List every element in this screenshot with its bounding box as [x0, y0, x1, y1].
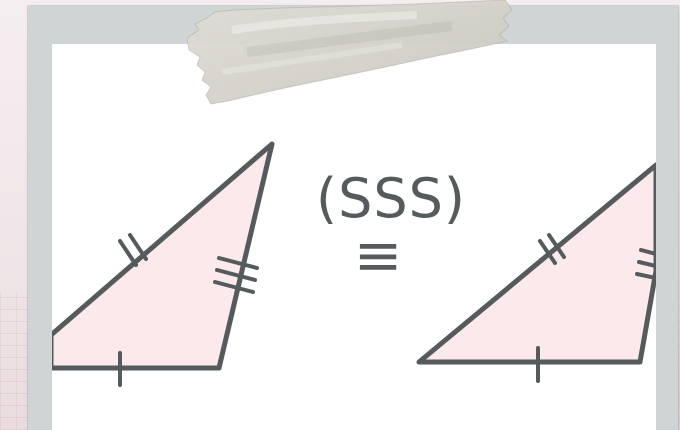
congruence-diagram — [52, 141, 656, 387]
right-right-tick-1 — [639, 248, 656, 256]
right-triangle — [416, 162, 656, 365]
left-triangle — [52, 141, 275, 371]
congruence-symbol: ≡ — [353, 221, 403, 289]
right-hypotenuse-tick-2 — [547, 233, 566, 259]
sss-label: (SSS) — [316, 167, 466, 230]
left-right-tick-1 — [217, 256, 259, 270]
left-triangle-ticks — [118, 233, 259, 387]
left-right-tick-3 — [213, 280, 255, 294]
right-triangle-ticks — [536, 233, 656, 383]
photo-content: (SSS) ≡ — [52, 44, 656, 430]
right-right-tick-2 — [637, 260, 656, 268]
left-hypotenuse-tick-2 — [128, 233, 148, 261]
right-right-tick-3 — [635, 272, 656, 280]
right-hypotenuse-tick-1 — [538, 239, 557, 265]
left-right-tick-2 — [215, 268, 257, 282]
left-hypotenuse-tick-1 — [118, 239, 138, 267]
